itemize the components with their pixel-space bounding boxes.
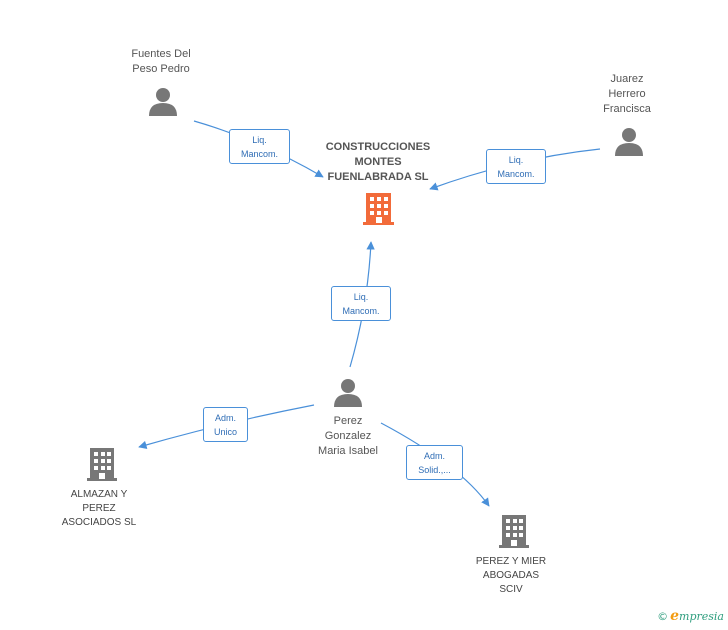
building-icon[interactable] [499, 515, 529, 548]
edge-label-fuentes-main: Liq. Mancom. [229, 129, 290, 164]
edge-label-perez-mier: Adm. Solid.,... [406, 445, 463, 480]
company-label-main[interactable]: CONSTRUCCIONES MONTES FUENLABRADA SL [325, 141, 431, 183]
person-icon[interactable] [615, 128, 643, 156]
company-label-perez-mier[interactable]: PEREZ Y MIER ABOGADAS SCIV [475, 556, 547, 595]
building-icon[interactable] [87, 448, 117, 481]
edge-label-perez-main: Liq. Mancom. [331, 286, 391, 321]
brand-name: mpresia [679, 610, 724, 623]
building-icon[interactable] [363, 193, 394, 225]
person-icon[interactable] [334, 379, 362, 407]
edge-label-juarez-main: Liq. Mancom. [486, 149, 546, 184]
edge-label-perez-almazan: Adm. Unico [203, 407, 248, 442]
person-label-perez[interactable]: Perez Gonzalez Maria Isabel [318, 415, 378, 457]
person-label-fuentes[interactable]: Fuentes Del Peso Pedro [131, 48, 191, 75]
person-label-juarez[interactable]: Juarez Herrero Francisca [603, 73, 651, 115]
company-label-almazan[interactable]: ALMAZAN Y PEREZ ASOCIADOS SL [61, 489, 137, 528]
brand-footer[interactable]: ©empresia [657, 608, 724, 624]
person-icon[interactable] [149, 88, 177, 116]
copyright-symbol: © [657, 610, 669, 623]
brand-logo-e: e [670, 608, 680, 624]
